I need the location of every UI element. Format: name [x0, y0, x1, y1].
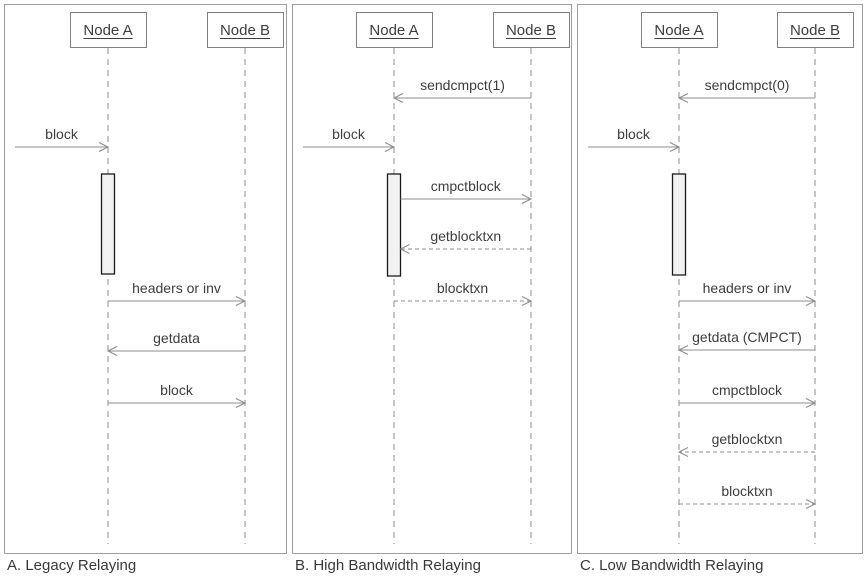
message-label: block [617, 126, 650, 142]
message-label: blocktxn [436, 280, 489, 296]
message-arrowhead [805, 296, 817, 306]
panel-legacy-relaying: block headers or inv getdata block Node A Nod… [4, 4, 287, 554]
message-arrowhead [669, 142, 681, 152]
message-label: sendcmpct(0) [704, 77, 790, 93]
message-arrowhead [521, 296, 533, 306]
actor-box-node-a: Node A [640, 12, 718, 48]
actor-name: Node A [83, 21, 133, 39]
message-arrowhead [399, 244, 410, 254]
actor-name: Node A [654, 21, 704, 39]
panel-low-bandwidth-relaying: sendcmpct(0) block headers or inv getdata (… [577, 4, 863, 554]
message-label: blocktxn [721, 483, 773, 499]
message-label: cmpctblock [711, 382, 783, 398]
activation-bar [671, 173, 687, 276]
message-label: getblocktxn [711, 431, 783, 447]
panel-caption-high-bandwidth: B. High Bandwidth Relaying [295, 557, 481, 574]
message-label: block [160, 382, 193, 398]
message-arrowhead [677, 345, 689, 355]
message-arrowhead [106, 346, 118, 356]
message-label: headers or inv [132, 280, 221, 296]
message-arrowhead [392, 93, 404, 103]
actor-name: Node B [505, 21, 557, 39]
actor-name: Node B [219, 21, 271, 39]
message-arrowhead [235, 296, 247, 306]
message-label: cmpctblock [430, 178, 501, 194]
panel-caption-legacy: A. Legacy Relaying [7, 557, 137, 574]
panel-caption-low-bandwidth: C. Low Bandwidth Relaying [580, 557, 764, 574]
message-label: headers or inv [702, 280, 792, 296]
panel-drawing [588, 48, 817, 544]
message-arrowhead [384, 142, 396, 152]
message-arrowhead [677, 93, 689, 103]
message-arrowhead [805, 398, 817, 408]
message-arrowhead [805, 499, 817, 509]
message-label: sendcmpct(1) [420, 77, 505, 93]
actor-name: Node B [789, 21, 841, 39]
message-label: getdata (CMPCT) [692, 329, 802, 345]
message-arrowhead [521, 194, 533, 204]
actor-box-node-a: Node A [69, 12, 147, 48]
actor-box-node-b: Node B [206, 12, 284, 48]
actor-box-node-b: Node B [776, 12, 854, 48]
message-arrowhead [235, 398, 247, 408]
message-arrowhead [677, 447, 689, 457]
message-label: getblocktxn [430, 228, 502, 244]
activation-bar [386, 173, 402, 277]
activation-bar [100, 173, 116, 275]
message-arrowhead [98, 142, 110, 152]
panel-drawing [303, 48, 533, 544]
message-label: getdata [153, 330, 200, 346]
actor-box-node-b: Node B [492, 12, 570, 48]
panel-high-bandwidth-relaying: sendcmpct(1) block cmpctblock getblocktxn bl… [292, 4, 572, 554]
actor-box-node-a: Node A [355, 12, 433, 48]
actor-name: Node A [369, 21, 419, 39]
message-label: block [332, 126, 365, 142]
panel-drawing [15, 48, 247, 544]
message-label: block [45, 126, 78, 142]
